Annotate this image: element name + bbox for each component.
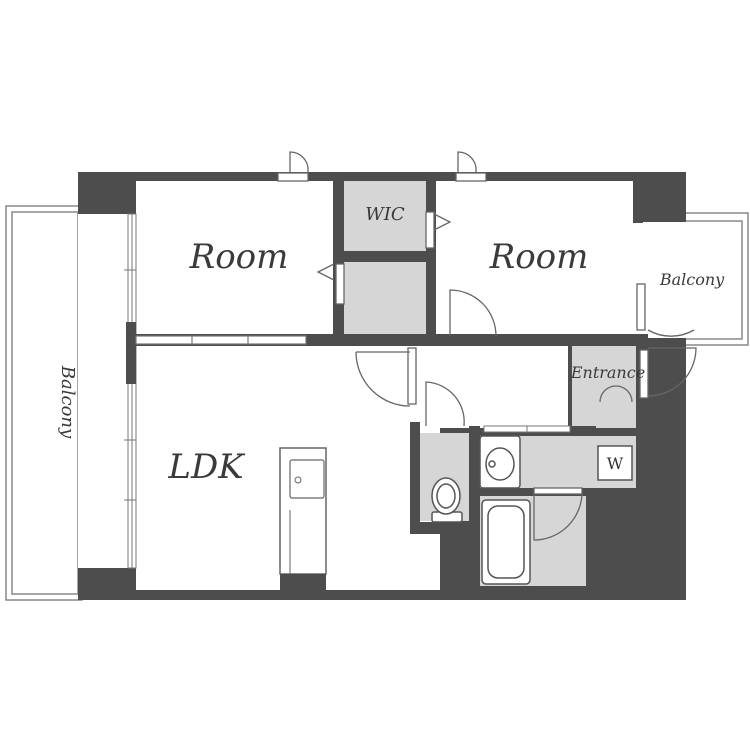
washer-label: W	[607, 454, 624, 473]
hallway-floor	[418, 346, 570, 428]
sliding-door-room-ldk[interactable]	[135, 335, 307, 345]
inner-walls	[136, 181, 648, 600]
washer-box	[597, 445, 633, 481]
wic-label: WIC	[365, 204, 405, 225]
closet-floor	[344, 262, 426, 334]
kitchen-counter	[279, 447, 327, 590]
room-left-label: Room	[189, 237, 289, 277]
bathtub	[481, 499, 531, 585]
windows-left	[124, 269, 136, 501]
door-top-right[interactable]	[455, 151, 487, 182]
door-bath[interactable]	[533, 487, 583, 541]
room-right-floor	[436, 181, 633, 336]
wic-floor	[344, 181, 426, 251]
toilet-fixture	[431, 477, 463, 523]
wash-basin	[479, 435, 521, 489]
door-balcony-right[interactable]	[636, 283, 695, 337]
entrance-step	[599, 385, 633, 403]
entrance-label: Entrance	[570, 363, 645, 382]
balcony-right-label: Balcony	[659, 270, 725, 289]
door-ldk[interactable]	[355, 347, 417, 407]
door-entrance[interactable]	[639, 347, 697, 399]
room-left-floor	[136, 181, 333, 334]
balcony-left-label: Balcony	[57, 365, 78, 439]
vanity-sliding-door[interactable]	[483, 425, 571, 433]
room-right-label: Room	[489, 237, 589, 277]
ldk-label: LDK	[167, 447, 246, 487]
shoe-cabinet	[596, 402, 636, 428]
door-top-left[interactable]	[277, 151, 309, 182]
door-closet[interactable]	[316, 263, 345, 305]
doors	[277, 151, 697, 541]
door-wic[interactable]	[425, 211, 452, 249]
ldk-floor	[136, 346, 410, 590]
door-room-right[interactable]	[449, 289, 497, 337]
door-toilet[interactable]	[425, 381, 465, 427]
